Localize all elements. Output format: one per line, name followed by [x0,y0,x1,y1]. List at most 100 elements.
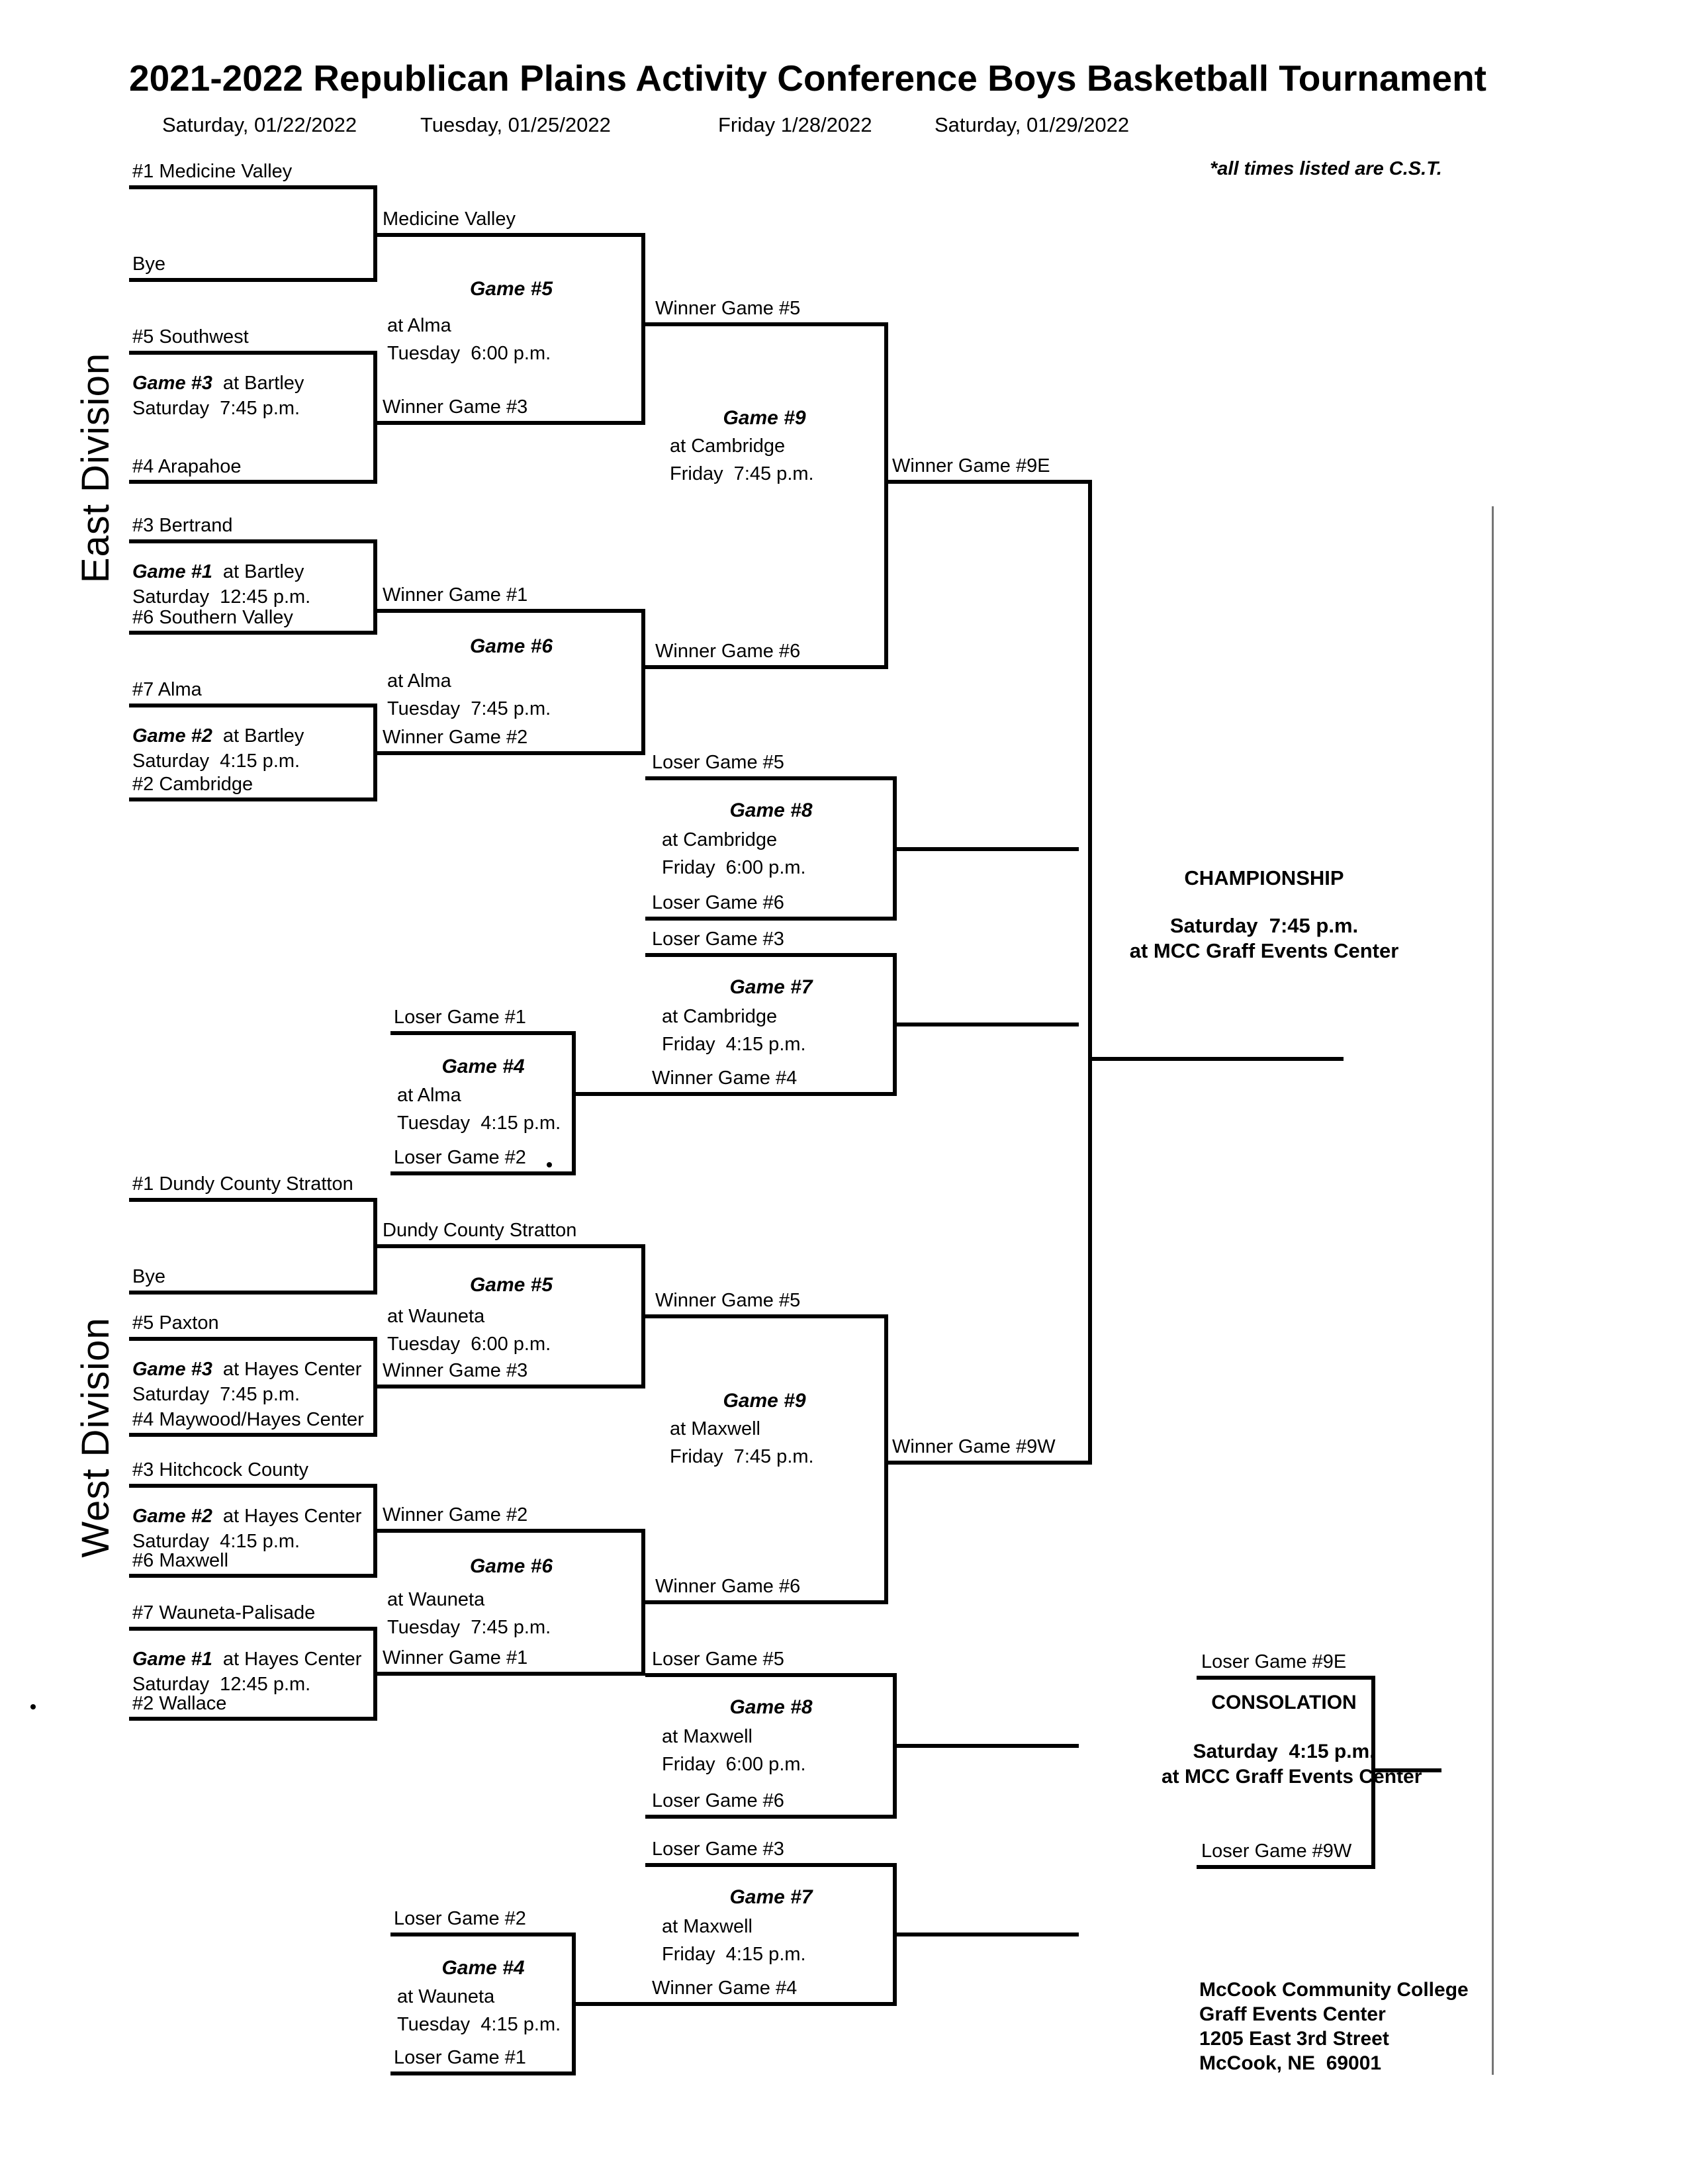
east-g8-box-right [893,776,897,921]
west-game3-time: Saturday 7:45 p.m. [132,1384,300,1405]
west-winner-g5-line [645,1314,888,1318]
west-g6-top-label: Winner Game #2 [383,1504,528,1525]
west-pair4-connector [373,1627,377,1721]
east-g6-time: Tuesday 7:45 p.m. [387,698,551,719]
west-game2-venue: at Hayes Center [222,1506,362,1527]
east-g8-name: Game #8 [729,799,813,821]
west-winner-g9-label: Winner Game #9W [892,1436,1056,1457]
east-g7-box-right [893,953,897,1096]
west-g4-time: Tuesday 4:15 p.m. [397,2014,561,2035]
east-bye-line [129,278,377,282]
consolation-bottom-label: Loser Game #9W [1201,1841,1352,1862]
west-seed2-line [129,1717,377,1721]
address-line-2: Graff Events Center [1199,2003,1386,2025]
west-g8-box-top [645,1673,897,1677]
west-g7-time: Friday 4:15 p.m. [662,1944,806,1965]
east-pair1-connector [373,185,377,282]
east-g4-box-bottom [390,1171,576,1175]
consolation-venue: at MCC Graff Events Center [1162,1766,1422,1788]
west-g4-venue: at Wauneta [397,1986,495,2007]
east-seed3-label: #3 Bertrand [132,515,233,536]
west-g5-box-right [641,1244,645,1388]
east-bye-label: Bye [132,253,165,275]
west-g4-box-right [572,1933,576,2075]
championship-time: Saturday 7:45 p.m. [1169,914,1359,937]
west-seed5-label: #5 Paxton [132,1312,219,1334]
west-g5-box-bottom [377,1385,645,1388]
championship-heading: CHAMPIONSHIP [1184,866,1344,889]
east-g7-time: Friday 4:15 p.m. [662,1034,806,1055]
east-game3-venue: at Bartley [222,373,304,394]
east-g5-box-bottom [377,421,645,425]
east-g4-bottom-label: Loser Game #2 [394,1147,526,1168]
east-seed2-label: #2 Cambridge [132,774,253,795]
east-seed2-line [129,797,377,801]
east-g6-box-right [641,609,645,755]
championship-venue: at MCC Graff Events Center [1129,939,1399,962]
east-seed1-line [129,185,377,189]
west-g5-bottom-label: Winner Game #3 [383,1360,528,1381]
east-g5-top-label: Medicine Valley [383,208,516,230]
times-note: *all times listed are C.S.T. [1210,158,1442,179]
east-g4-name: Game #4 [441,1056,525,1077]
west-g5-box-top [377,1244,645,1248]
east-seed1-label: #1 Medicine Valley [132,161,293,182]
championship-connector [1088,480,1092,1465]
east-g7-out-line [897,1023,1079,1026]
east-g6-bottom-label: Winner Game #2 [383,727,528,748]
west-g7-box-right [893,1863,897,2006]
east-g8-time: Friday 6:00 p.m. [662,857,806,878]
west-g7-top-label: Loser Game #3 [652,1839,784,1860]
west-g8-time: Friday 6:00 p.m. [662,1754,806,1775]
east-g6-box-bottom [377,751,645,755]
west-g8-venue: at Maxwell [662,1726,753,1747]
east-pair3-connector [373,539,377,635]
west-seed3-label: #3 Hitchcock County [132,1459,308,1480]
west-g7-out-line [897,1933,1079,1936]
east-seed5-label: #5 Southwest [132,326,249,347]
east-g5-name: Game #5 [469,278,553,300]
east-seed4-line [129,480,377,484]
east-game2-venue: at Bartley [222,725,304,747]
west-g6-name: Game #6 [469,1555,553,1577]
consolation-time: Saturday 4:15 p.m. [1193,1741,1375,1762]
west-game3-name: Game #3 [132,1359,212,1380]
east-g8-venue: at Cambridge [662,829,778,850]
west-game1-name: Game #1 [132,1649,212,1670]
scan-dot-artifact-2 [30,1704,36,1709]
west-g7-name: Game #7 [729,1886,813,1908]
east-g9-name: Game #9 [723,407,806,429]
east-g6-top-label: Winner Game #1 [383,584,528,606]
east-seed6-line [129,631,377,635]
west-winner-g6-line [645,1600,888,1604]
date-round1: Saturday, 01/22/2022 [162,113,357,136]
west-game3-venue: at Hayes Center [222,1359,362,1380]
east-g4-box-right [572,1031,576,1175]
east-g8-bottom-label: Loser Game #6 [652,892,784,913]
west-g8-top-label: Loser Game #5 [652,1649,784,1670]
west-g6-venue: at Wauneta [387,1589,485,1610]
west-seed6-label: #6 Maxwell [132,1550,229,1571]
east-winner-g6-line [645,665,888,669]
east-seed6-label: #6 Southern Valley [132,607,293,628]
west-pair1-connector [373,1198,377,1295]
east-seed7-line [129,704,377,707]
east-game1-venue: at Bartley [222,561,304,582]
west-g7-box-bottom [576,2002,897,2006]
east-g6-box-top [377,609,645,613]
scan-streak-artifact [1492,506,1494,2075]
west-g6-box-right [641,1529,645,1676]
east-game3-time: Saturday 7:45 p.m. [132,398,300,419]
east-g6-name: Game #6 [469,635,553,657]
east-seed3-line [129,539,377,543]
west-seed4-line [129,1433,377,1437]
consolation-top-line [1197,1676,1375,1680]
east-game2-time: Saturday 4:15 p.m. [132,751,300,772]
west-g6-bottom-label: Winner Game #1 [383,1647,528,1668]
consolation-top-label: Loser Game #9E [1201,1651,1347,1672]
east-g7-top-label: Loser Game #3 [652,929,784,950]
